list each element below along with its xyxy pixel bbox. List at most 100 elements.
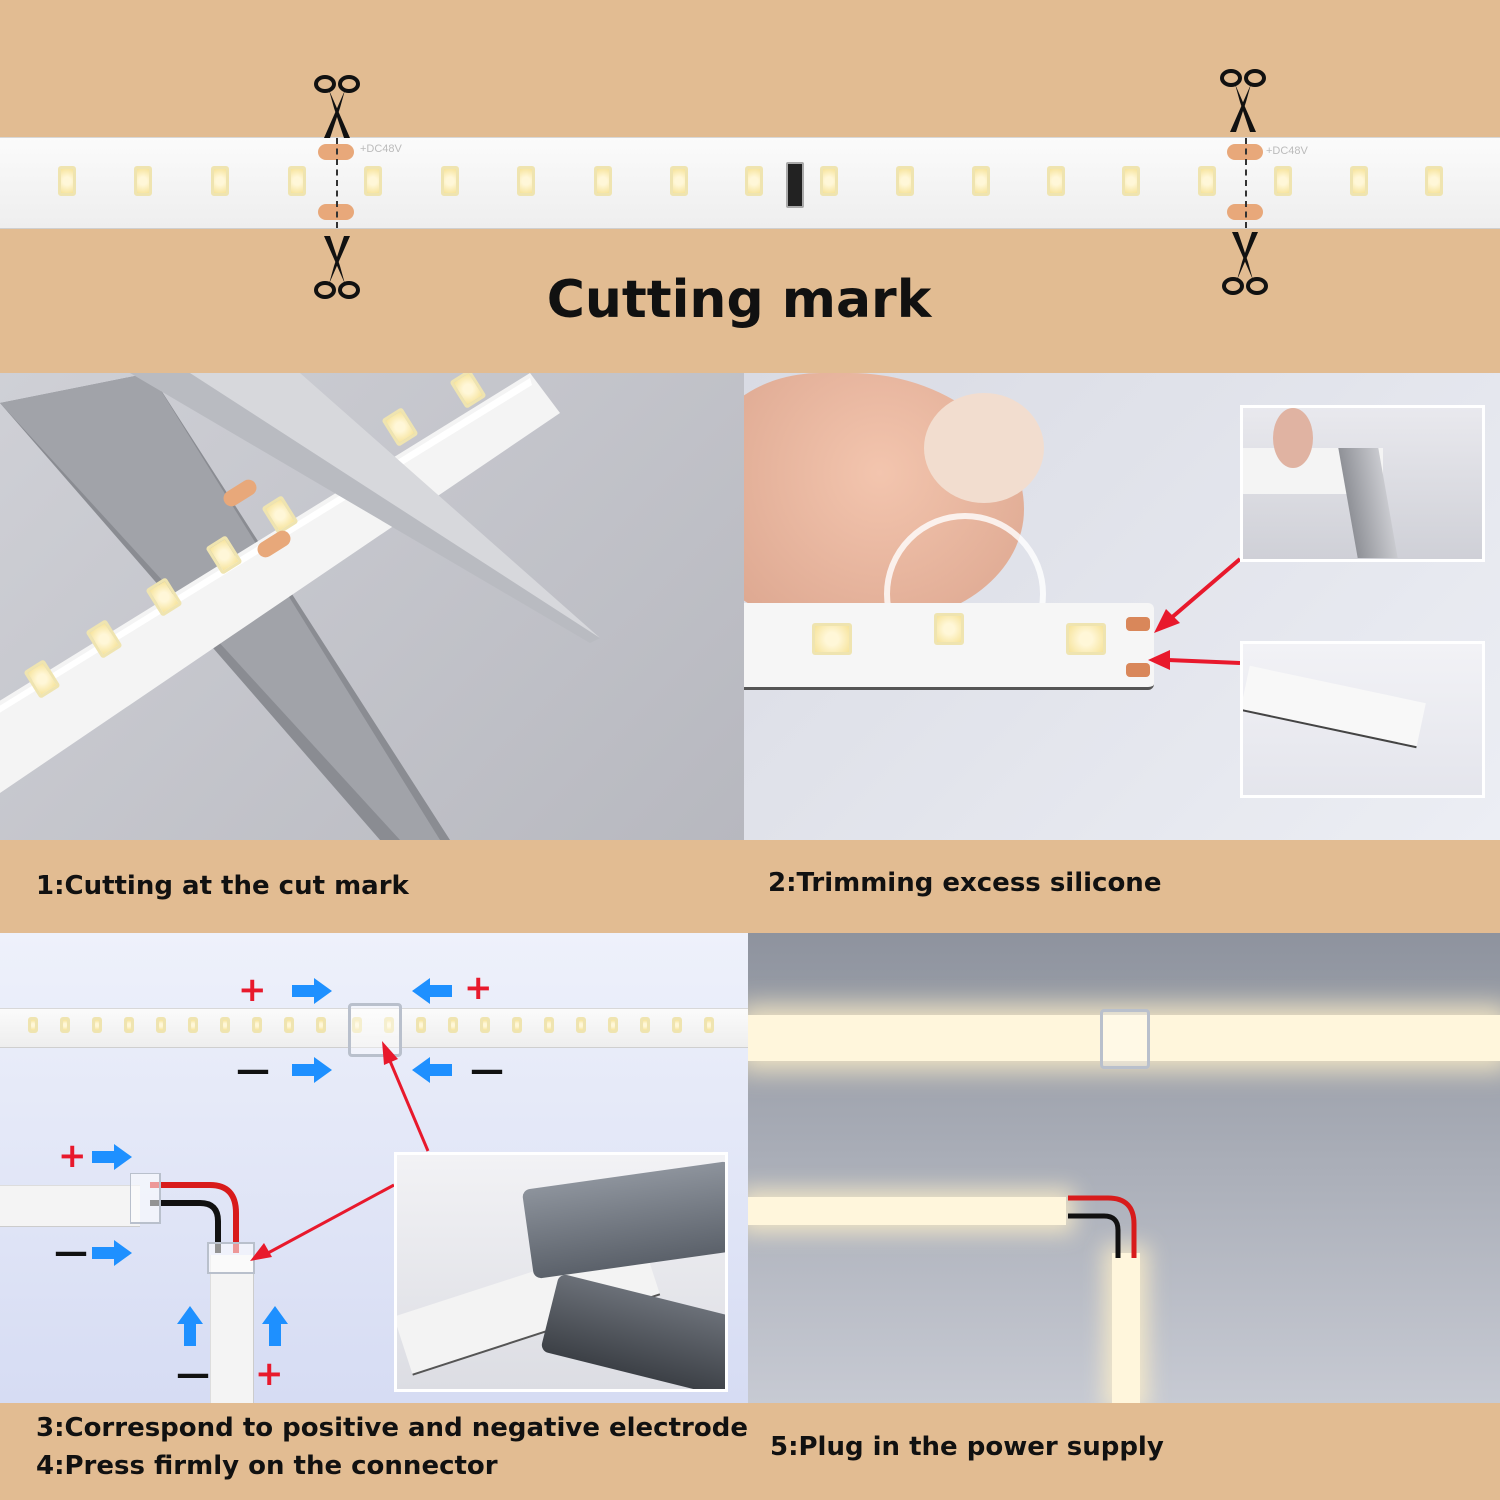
step3-4-diagram: + + — — + — — + (0, 933, 748, 1403)
inset-trimmed-strip (1240, 641, 1485, 798)
led-chip (156, 1017, 166, 1033)
led-chip (211, 166, 229, 196)
led-chip (745, 166, 763, 196)
led-chip (934, 613, 964, 645)
blue-arrow-icon (292, 1057, 332, 1083)
cutting-mark-banner: +DC48V +DC48V Cutting mark (0, 0, 1500, 370)
inset-trim-photo (1240, 405, 1485, 562)
red-pointer-arrow (1148, 650, 1241, 670)
led-chip (288, 166, 306, 196)
minus-sign: — (236, 1050, 270, 1090)
led-chip (352, 1017, 362, 1033)
led-chip (220, 1017, 230, 1033)
connector-wires (130, 1173, 255, 1274)
red-pointer-arrow (382, 1041, 430, 1152)
led-chip (416, 1017, 426, 1033)
led-chip (640, 1017, 650, 1033)
blue-arrow-icon (177, 1306, 203, 1346)
led-strip-corner-horizontal (0, 1185, 140, 1227)
straight-connector (348, 1003, 402, 1057)
led-chip (670, 166, 688, 196)
led-strip-corner-vertical (210, 1255, 254, 1403)
step5-caption: 5:Plug in the power supply (770, 1432, 1164, 1462)
blue-arrow-icon (92, 1240, 132, 1266)
red-pointer-arrow (1154, 557, 1242, 633)
led-chip (608, 1017, 618, 1033)
scissors-icon (314, 75, 360, 138)
page-title: Cutting mark (546, 270, 932, 330)
minus-sign: — (176, 1354, 210, 1394)
plus-sign: + (255, 1354, 284, 1394)
cut-line (1245, 138, 1247, 228)
copper-pad (1126, 617, 1150, 631)
led-strip-lit (748, 1015, 1500, 1061)
led-chip (1047, 166, 1065, 196)
led-strip-connector-straight (0, 1008, 748, 1048)
led-chip (594, 166, 612, 196)
scissors-icon (314, 236, 360, 299)
led-chip (1122, 166, 1140, 196)
led-chip (576, 1017, 586, 1033)
led-chip (480, 1017, 490, 1033)
led-chip (1066, 623, 1106, 655)
straight-connector (1100, 1009, 1150, 1069)
blue-arrow-icon (412, 1057, 452, 1083)
led-chip (1425, 166, 1443, 196)
led-strip-top: +DC48V +DC48V (0, 137, 1500, 229)
led-chip (134, 166, 152, 196)
strip-voltage-label: +DC48V (360, 143, 402, 155)
step1-photo (0, 373, 744, 840)
led-chip (364, 166, 382, 196)
plus-sign: + (238, 970, 267, 1010)
inset-pliers-photo (394, 1152, 728, 1392)
led-chip (384, 1017, 394, 1033)
step2-caption: 2:Trimming excess silicone (768, 868, 1162, 898)
thumbnail (924, 393, 1044, 503)
step3-caption: 3:Correspond to positive and negative el… (36, 1413, 748, 1443)
step1-caption: 1:Cutting at the cut mark (36, 871, 409, 901)
led-chip (544, 1017, 554, 1033)
led-chip (441, 166, 459, 196)
led-chip (1198, 166, 1216, 196)
blue-arrow-icon (92, 1144, 132, 1170)
connector-wires (1068, 1195, 1137, 1258)
red-pointer-arrow (250, 1183, 395, 1261)
led-chip (1274, 166, 1292, 196)
scissors-icon (1220, 69, 1266, 132)
led-chip (60, 1017, 70, 1033)
led-chip (704, 1017, 714, 1033)
led-chip (812, 623, 852, 655)
blue-arrow-icon (262, 1306, 288, 1346)
strip-voltage-label-2: +DC48V (1266, 145, 1308, 157)
led-chip (252, 1017, 262, 1033)
led-chip (512, 1017, 522, 1033)
blue-arrow-icon (412, 978, 452, 1004)
led-chip (92, 1017, 102, 1033)
blue-arrow-icon (292, 978, 332, 1004)
plus-sign: + (58, 1136, 87, 1176)
led-chip (1350, 166, 1368, 196)
led-chip (448, 1017, 458, 1033)
plus-sign: + (464, 968, 493, 1008)
led-chip (188, 1017, 198, 1033)
minus-sign: — (470, 1050, 504, 1090)
led-chip (972, 166, 990, 196)
resistor (786, 162, 804, 208)
minus-sign: — (54, 1232, 88, 1272)
led-chip (284, 1017, 294, 1033)
scissor-blade-upper (130, 373, 600, 643)
cut-line (336, 138, 338, 228)
copper-pad (1126, 663, 1150, 677)
led-strip-lit-corner (748, 1197, 1066, 1225)
led-chip (28, 1017, 38, 1033)
led-chip (58, 166, 76, 196)
led-chip (672, 1017, 682, 1033)
led-chip (316, 1017, 326, 1033)
led-chip (896, 166, 914, 196)
led-chip (820, 166, 838, 196)
step4-caption: 4:Press firmly on the connector (36, 1451, 498, 1481)
scissors-icon (1222, 232, 1268, 295)
step5-photo (748, 933, 1500, 1403)
led-chip (517, 166, 535, 196)
led-strip-diagonal (0, 373, 560, 793)
